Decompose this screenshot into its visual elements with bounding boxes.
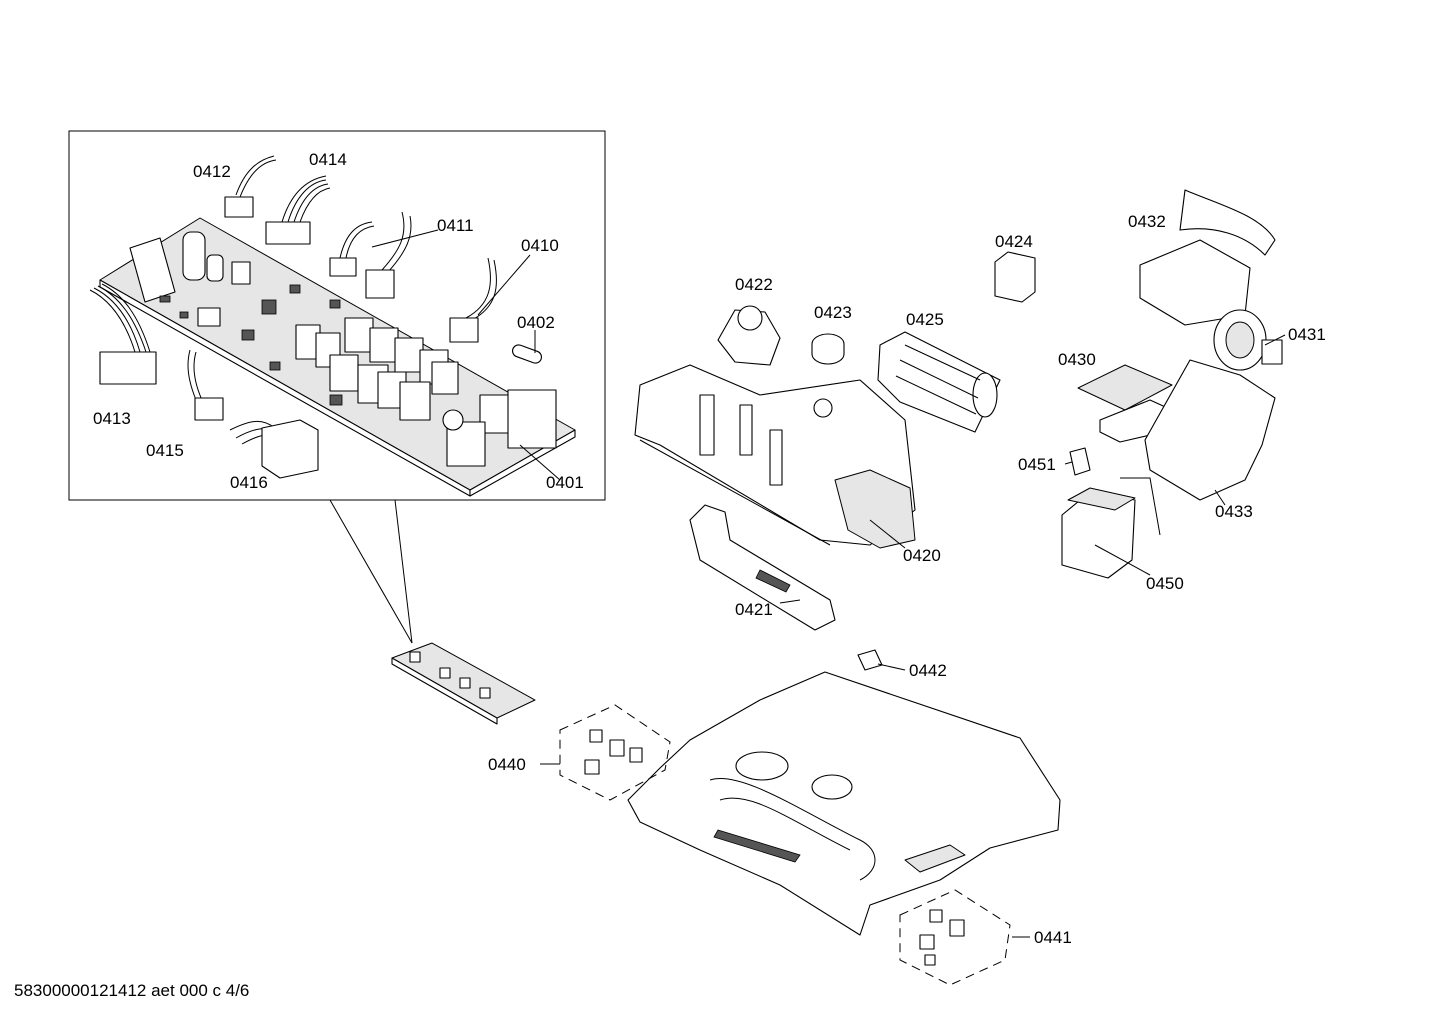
- label-0432: 0432: [1128, 212, 1166, 231]
- connectors: [89, 155, 543, 479]
- base-plate: [627, 649, 1061, 936]
- control-board-small: [391, 642, 536, 725]
- label-0421: 0421: [735, 600, 773, 619]
- label-0415: 0415: [146, 441, 184, 460]
- label-0411: 0411: [437, 216, 474, 235]
- dashed-groups: [559, 704, 1011, 986]
- document-code: 58300000121412 aet 000 c 4/6: [14, 981, 250, 1000]
- label-0450: 0450: [1146, 574, 1184, 593]
- label-0423: 0423: [814, 303, 852, 322]
- label-0416: 0416: [230, 473, 268, 492]
- label-0420: 0420: [903, 546, 941, 565]
- label-0442: 0442: [909, 661, 947, 680]
- label-0451: 0451: [1018, 455, 1056, 474]
- label-0433: 0433: [1215, 502, 1253, 521]
- label-0424: 0424: [995, 232, 1033, 251]
- control-board-enlarged: [99, 217, 576, 497]
- label-0412: 0412: [193, 162, 231, 181]
- detail-box: [68, 130, 606, 644]
- label-0431: 0431: [1288, 325, 1326, 344]
- label-0430: 0430: [1058, 350, 1096, 369]
- label-0422: 0422: [735, 275, 773, 294]
- leader-lines: [371, 229, 1286, 938]
- label-0441: 0441: [1034, 928, 1072, 947]
- label-0402: 0402: [517, 313, 555, 332]
- label-0414: 0414: [309, 150, 347, 169]
- label-0413: 0413: [93, 409, 131, 428]
- label-0425: 0425: [906, 310, 944, 329]
- label-0401: 0401: [546, 473, 584, 492]
- label-0410: 0410: [521, 236, 559, 255]
- right-assembly: [1061, 189, 1283, 579]
- label-0440: 0440: [488, 755, 526, 774]
- blower-assembly: [634, 251, 1036, 631]
